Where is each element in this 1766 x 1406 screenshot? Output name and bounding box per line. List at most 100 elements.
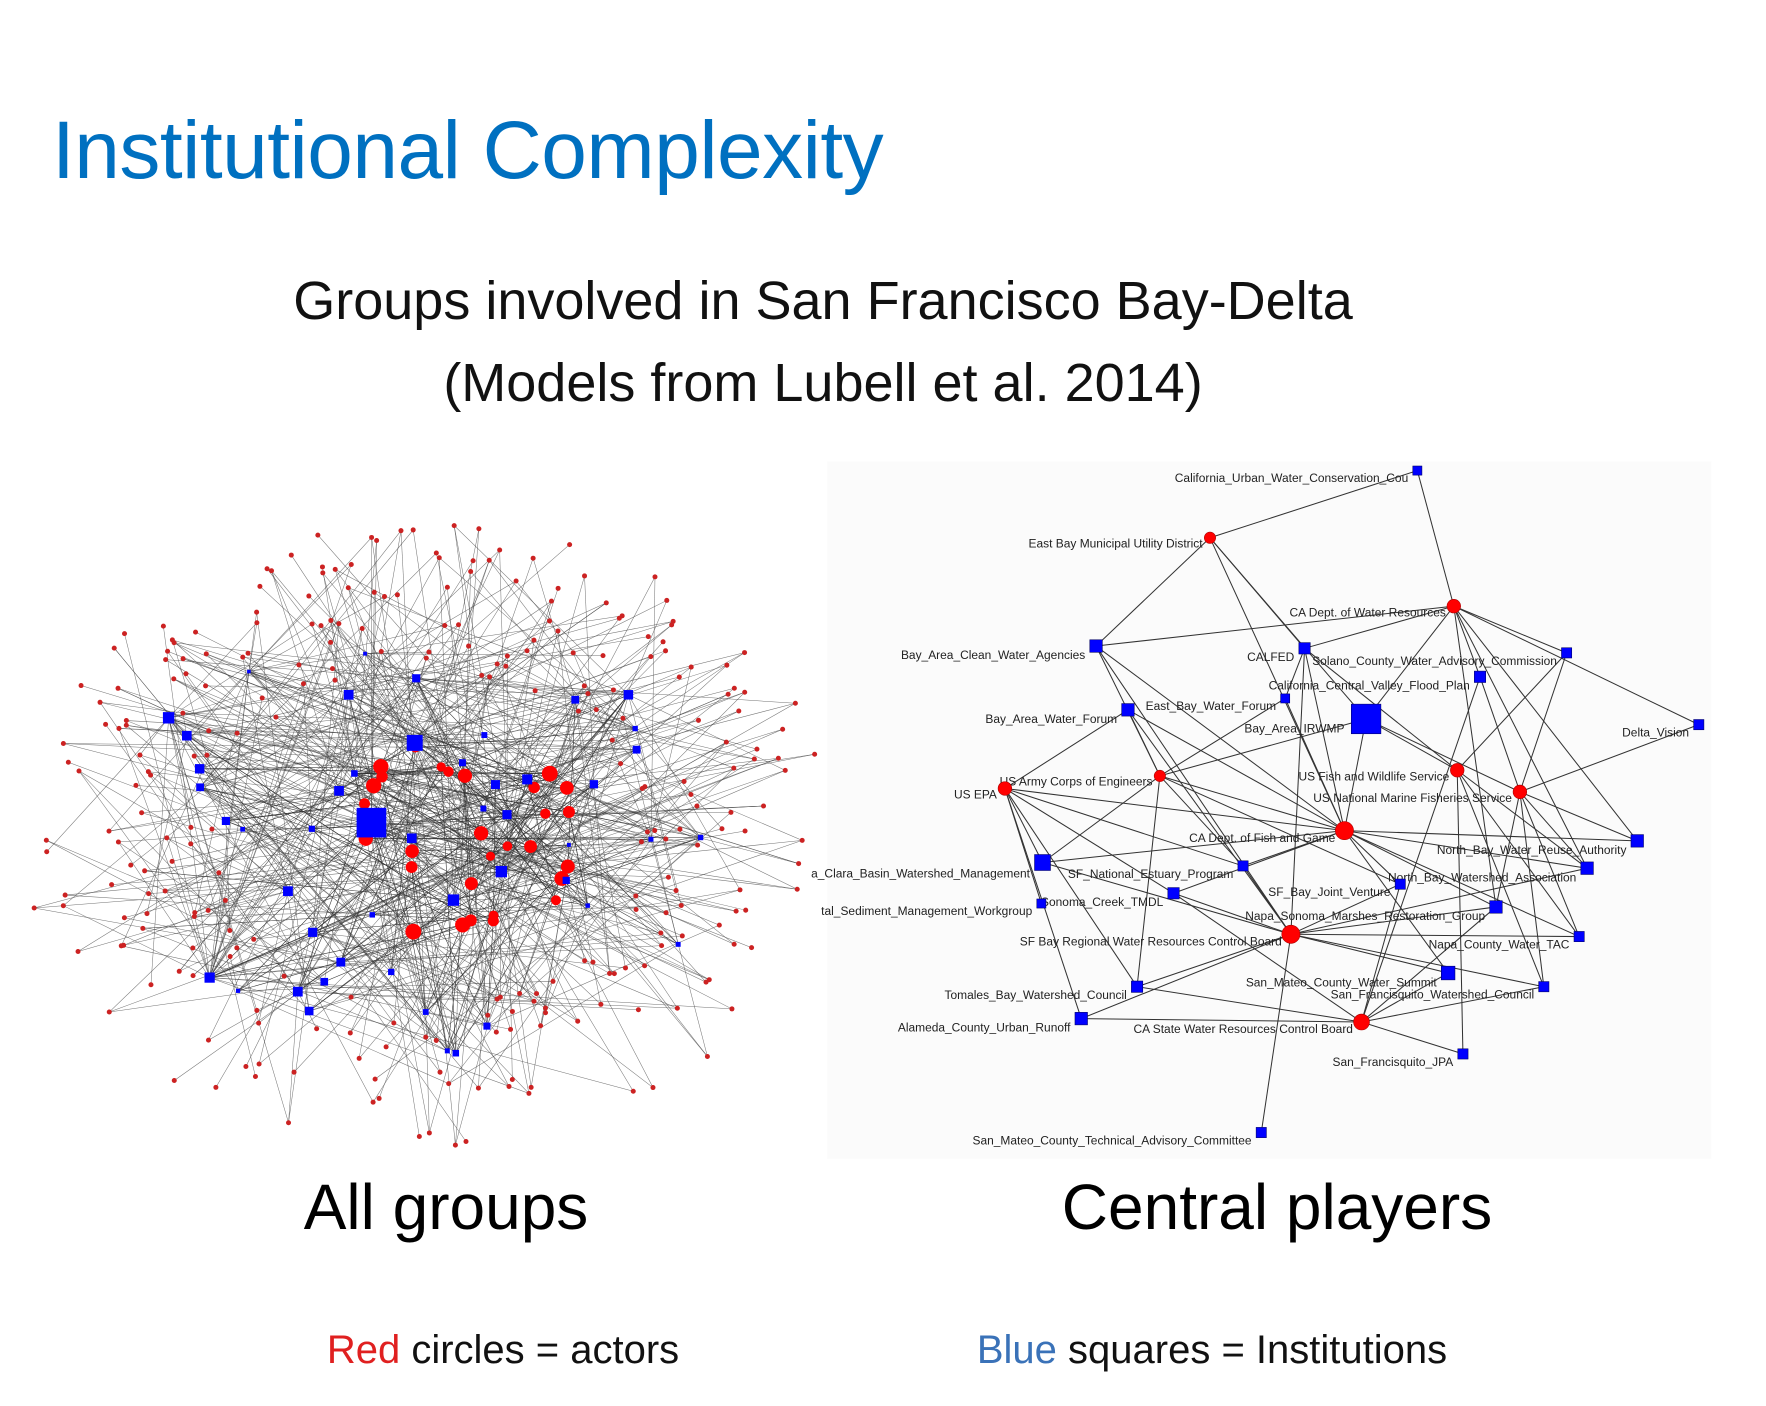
network-edge [248,671,567,789]
network-edge [1081,933,1292,1020]
actor-node [503,663,509,669]
actor-node [240,654,246,660]
network-edge [117,688,679,945]
network-edge [628,694,786,771]
network-edge [634,728,723,829]
actor-node [532,688,538,694]
network-edge [425,1011,430,1133]
network-edge [190,829,243,845]
network-edge [1159,718,1367,777]
network-edge [519,784,595,994]
network-edge [209,624,459,978]
network-edge [448,694,629,772]
network-edge [1209,537,1367,720]
actor-node [373,758,389,775]
actor-node [610,687,616,693]
actor-node [332,566,338,572]
network-edge [414,718,624,744]
network-edge [1290,933,1449,974]
network-edge [371,822,798,890]
actor-node [128,862,134,868]
network-edge [324,530,402,982]
network-edge [1290,906,1497,935]
network-edge [126,720,637,750]
network-edge [411,787,567,839]
actor-node [398,528,404,534]
network-edge [439,557,454,901]
actor-node [259,695,265,701]
network-edge [1042,775,1161,863]
actor-node [1281,924,1301,944]
network-edge [413,844,570,932]
actor-node [192,910,198,916]
actor-node [524,648,530,654]
network-edge [111,844,569,885]
network-edge [348,694,648,833]
actor-node [314,1026,320,1032]
network-edge [416,544,570,679]
network-edge [311,703,796,830]
network-edge [574,699,626,969]
network-edge [124,633,210,978]
actor-node [780,726,786,732]
network-edge [209,587,448,978]
actor-node [103,721,109,727]
network-edge [209,697,263,978]
institution-node [1489,900,1503,914]
actor-node [633,893,639,899]
actor-node [257,583,263,589]
network-edge [1361,1021,1464,1055]
network-edge [1361,884,1401,1023]
actor-node [251,936,257,942]
actor-node [378,648,384,654]
actor-node [171,676,177,682]
node-label: SF_Bay_Joint_Venture [1268,885,1391,899]
network-edge [186,735,682,906]
actor-node [648,654,654,660]
network-edge [1519,791,1588,869]
network-edge [1519,724,1699,793]
network-edge [365,653,604,656]
network-edge [199,529,414,788]
actor-node [751,756,757,762]
actor-node [736,708,742,714]
network-edge [195,631,415,744]
node-label: CA Dept. of Water Resources [1289,605,1445,619]
actor-node [749,945,755,951]
network-edge [34,871,502,909]
network-edge [462,762,530,1094]
network-edge [1127,709,1345,832]
network-edge [1453,605,1638,842]
actor-node [433,550,439,556]
actor-node [547,618,553,624]
network-edge [412,529,488,1027]
actor-node [743,907,749,913]
network-edge [303,683,313,829]
network-edge [317,534,679,945]
network-edge [371,640,535,823]
network-edge [78,770,289,892]
network-edge [166,837,456,1054]
actor-node [645,634,651,640]
actor-node [111,645,117,651]
network-edge [1361,986,1544,1023]
actor-node [567,542,573,548]
network-edge [311,620,550,829]
actor-node [106,828,112,834]
actor-node [436,555,442,561]
institution-node [388,968,395,976]
network-edge [1095,645,1292,935]
network-edge [371,822,737,912]
network-edge [208,828,313,1041]
actor-node [309,621,315,627]
network-edge [490,699,576,857]
legend-actors: Red circles = actors [327,1328,679,1373]
network-edge [501,575,585,872]
network-edge [172,639,454,901]
institution-node [1350,703,1382,735]
actor-node [470,558,476,564]
network-edge [218,678,417,873]
actor-node [433,1037,439,1043]
actor-node [665,874,671,880]
network-edge [462,666,692,763]
